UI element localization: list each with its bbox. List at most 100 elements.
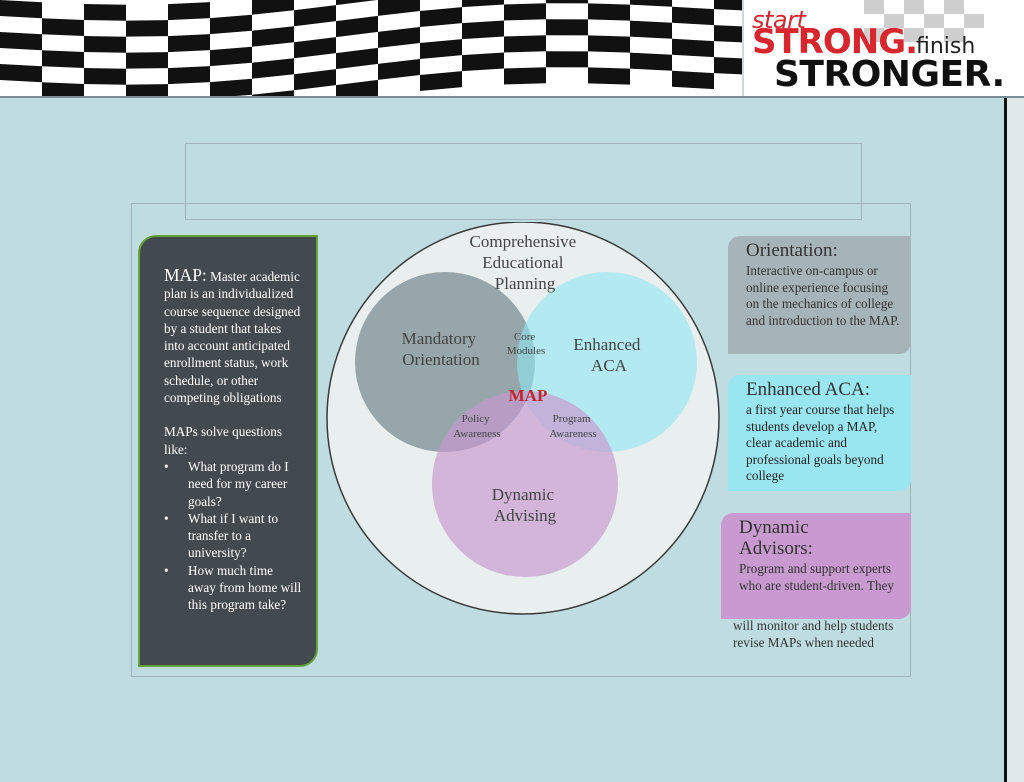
questions-list: What program do I need for my career goa… [164,458,302,614]
logo-start-text: start [752,6,806,34]
orientation-text: Interactive on-campus or online experien… [746,263,900,328]
advisors-text: Program and support experts who are stud… [739,561,895,593]
program-awareness-label-line-1: Program [553,413,591,425]
advisors-title-line-2: Advisors: [739,538,813,559]
logo-flag-icon [864,0,984,42]
aca-label-line-1: Enhanced [573,335,641,354]
flag-square [420,39,462,60]
flag-square [126,20,168,37]
flag-square [462,0,504,8]
dynamic-advisors-box: Dynamic Advisors: Program and support ex… [721,513,911,619]
advising-label-line-1: Dynamic [492,485,555,504]
outer-label-line-1: Comprehensive [470,232,577,251]
flag-square [252,58,294,79]
flag-square [84,35,126,53]
flag-square [0,64,42,83]
list-item: How much time away from home will this p… [164,562,302,614]
flag-square [714,0,742,11]
flag-square [588,35,630,53]
orientation-box: Orientation: Interactive on-campus or on… [728,236,911,354]
flag-square [420,71,462,92]
flag-square [546,51,588,68]
flag-square [168,34,210,53]
flag-square [672,70,714,90]
flag-square [336,47,378,70]
advising-label-line-2: Advising [494,506,557,525]
outer-label-line-3: Planning [495,274,556,293]
outer-label: Comprehensive Educational Planning [470,232,581,293]
map-description: Master academic plan is an individualize… [164,269,301,406]
flag-square [378,27,420,48]
logo-finish-text: finish [916,34,976,59]
program-awareness-label-line-2: Awareness [549,428,596,440]
flag-square [252,90,294,96]
policy-awareness-label-line-1: Policy [462,413,491,425]
flag-square [294,69,336,91]
map-title: MAP: [164,265,207,285]
flag-square [504,67,546,85]
flag-square [126,84,168,96]
circle-dynamic-advising [432,391,618,577]
flag-square [672,6,714,26]
flag-square [84,3,126,21]
flag-square [462,20,504,40]
orientation-title: Orientation: [746,240,838,261]
aca-title: Enhanced ACA: [746,379,871,400]
advisors-title-line-1: Dynamic [739,517,809,538]
map-definition-box: MAP: Master academic plan is an individu… [138,235,318,667]
advisors-text-overflow: will monitor and help students revise MA… [733,618,894,650]
flag-square [210,78,252,96]
flag-square [210,14,252,35]
core-modules-label-line-2: Modules [507,345,546,357]
aca-label-line-2: ACA [591,356,628,375]
questions-intro: MAPs solve questions like: [164,424,282,457]
flag-square [126,52,168,69]
header-banner: start STRONG. finish STRONGER. [0,0,1024,98]
flag-square [168,2,210,21]
flag-square [462,52,504,72]
flag-square [210,46,252,67]
orientation-label-line-2: Orientation [402,350,480,369]
flag-square [294,37,336,59]
slide-edge-strip [1004,98,1024,782]
map-definition-text: MAP: Master academic plan is an individu… [164,265,302,406]
program-awareness-label: Program Awareness [549,413,596,440]
flag-square [0,0,42,19]
flag-square [546,19,588,36]
logo: start STRONG. finish STRONGER. [742,0,1024,96]
flag-square [630,0,672,7]
flag-square [630,52,672,71]
flag-square [0,32,42,51]
flag-square [0,96,42,98]
flag-square [378,59,420,80]
flag-square [588,3,630,21]
flag-square [42,82,84,96]
flag-square [294,5,336,27]
flag-square [252,0,294,15]
orientation-label: Mandatory Orientation [402,329,481,369]
flag-square [168,66,210,85]
enhanced-aca-box: Enhanced ACA: a first year course that h… [728,375,911,491]
flag-square [42,18,84,36]
flag-square [546,0,588,4]
orientation-label-line-1: Mandatory [402,329,477,348]
advising-label: Dynamic Advising [492,485,559,525]
checkered-flag-graphic [0,0,742,98]
core-modules-label-line-1: Core [514,331,536,343]
flag-square [84,67,126,85]
flag-square [42,50,84,68]
flag-square [504,3,546,21]
flag-square [630,20,672,39]
logo-strong-text: STRONG. [752,22,918,62]
flag-square [336,79,378,96]
flag-square [504,35,546,53]
flag-square [714,25,742,43]
list-item: What program do I need for my career goa… [164,458,302,510]
venn-diagram: Comprehensive Educational Planning Manda… [326,222,720,615]
flag-square [378,0,420,16]
flag-square [588,67,630,85]
flag-square [336,15,378,38]
title-placeholder-frame [185,143,862,220]
map-center-label: MAP [509,386,548,405]
aca-label: Enhanced ACA [573,335,644,375]
